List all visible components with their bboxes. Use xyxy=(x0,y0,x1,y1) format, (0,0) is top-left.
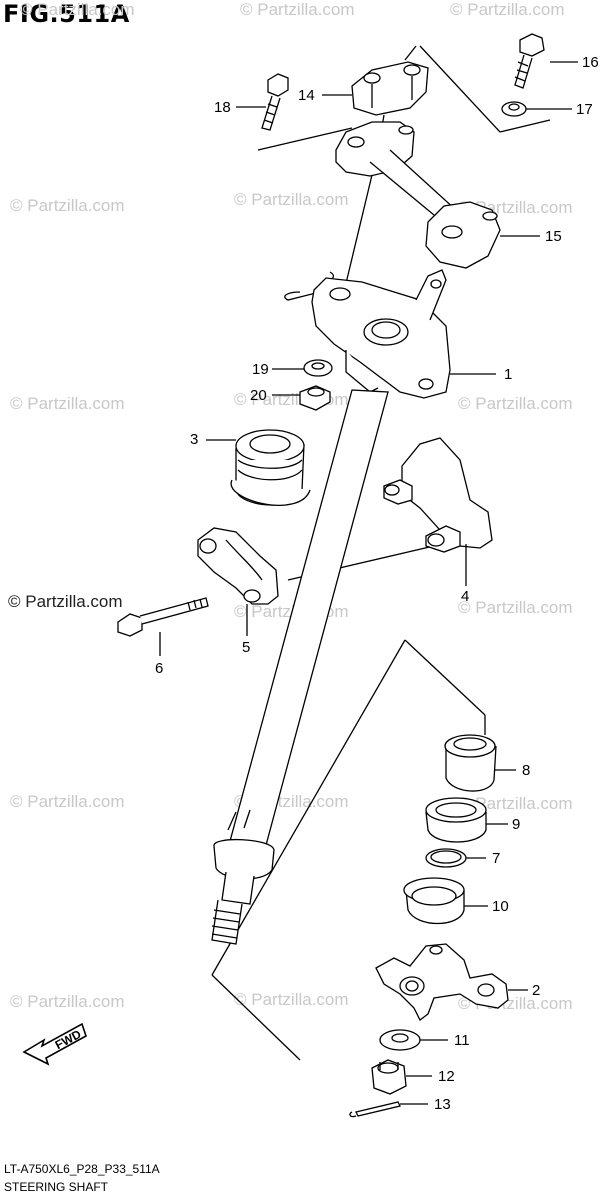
bolt-16 xyxy=(514,33,545,89)
oring-7 xyxy=(425,848,467,868)
watermark: © Partzilla.com xyxy=(240,0,355,19)
callout-2: 2 xyxy=(532,982,541,999)
callout-18: 18 xyxy=(214,99,231,116)
nut-12 xyxy=(371,1059,407,1095)
callout-4: 4 xyxy=(461,588,470,605)
callout-1: 1 xyxy=(504,366,513,383)
callout-11: 11 xyxy=(454,1032,470,1049)
fwd-arrow xyxy=(22,1022,87,1066)
shaft-holder-left xyxy=(197,527,279,605)
diagram-caption: STEERING SHAFT xyxy=(4,1180,109,1194)
watermark: © Partzilla.com xyxy=(234,990,349,1009)
callout-19: 19 xyxy=(252,361,269,378)
upper-handlebar-clamp xyxy=(351,61,429,116)
steering-shaft xyxy=(211,389,389,945)
callout-16: 16 xyxy=(582,54,599,71)
watermark: © Partzilla.com xyxy=(458,598,573,617)
callout-8: 8 xyxy=(522,762,531,779)
clamp-bolt xyxy=(117,597,209,637)
bushing-8 xyxy=(444,734,497,792)
cotter-pin xyxy=(349,1101,401,1118)
watermark: © Partzilla.com xyxy=(20,0,135,19)
callout-10: 10 xyxy=(492,898,509,915)
washer-19 xyxy=(303,359,333,377)
steering-arm xyxy=(375,943,509,1021)
watermark: © Partzilla.com xyxy=(234,190,349,209)
washer-11 xyxy=(379,1029,421,1051)
watermark: © Partzilla.com xyxy=(10,992,125,1011)
watermark: © Partzilla.com xyxy=(10,196,125,215)
callout-6: 6 xyxy=(155,660,164,677)
steering-bushing xyxy=(230,429,311,506)
watermark: © Partzilla.com xyxy=(8,592,123,611)
seal-10 xyxy=(403,877,465,925)
callout-5: 5 xyxy=(242,639,251,656)
callout-12: 12 xyxy=(438,1068,455,1085)
diagram-code: LT-A750XL6_P28_P33_511A xyxy=(4,1162,160,1176)
watermark: © Partzilla.com xyxy=(450,0,565,19)
shaft-holder-right xyxy=(383,437,493,553)
callout-3: 3 xyxy=(190,431,199,448)
callout-17: 17 xyxy=(576,101,593,118)
callout-14: 14 xyxy=(298,87,315,104)
nut-20 xyxy=(299,385,331,411)
callout-13: 13 xyxy=(434,1096,451,1113)
seal-9 xyxy=(425,797,487,843)
watermark: © Partzilla.com xyxy=(458,794,573,813)
cotter-clip xyxy=(284,271,335,301)
handlebar-holder xyxy=(335,121,501,269)
watermark: © Partzilla.com xyxy=(10,394,125,413)
steering-bracket xyxy=(311,269,451,399)
bolt-18 xyxy=(261,73,289,131)
callout-7: 7 xyxy=(492,850,501,867)
callout-20: 20 xyxy=(250,387,267,404)
watermark: © Partzilla.com xyxy=(10,792,125,811)
figure-title: FIG.511A xyxy=(3,0,130,28)
washer-17 xyxy=(501,101,527,117)
callout-15: 15 xyxy=(545,228,562,245)
watermark: © Partzilla.com xyxy=(458,394,573,413)
callout-9: 9 xyxy=(512,816,521,833)
leader-lines xyxy=(159,61,578,1105)
